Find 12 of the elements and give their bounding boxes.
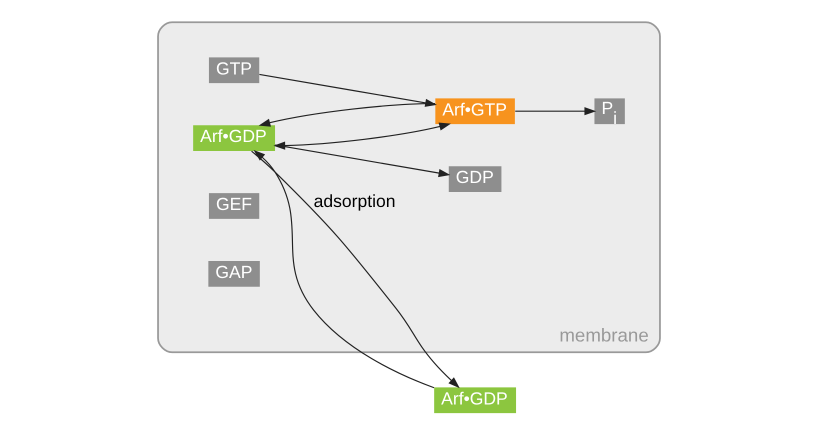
node-box: Arf•GDP: [434, 387, 516, 414]
edge-label: adsorption: [313, 191, 396, 212]
arrow: [258, 102, 435, 127]
arrow: [514, 107, 596, 116]
node-box: GEF: [208, 193, 259, 219]
node-box: GAP: [208, 260, 260, 287]
arrow: [274, 144, 450, 178]
node-box: GDP: [448, 166, 501, 192]
node-box: Arf•GDP: [192, 125, 275, 151]
arrow: [272, 122, 450, 150]
node-box: Arf•GTP: [434, 98, 514, 124]
node-box: GTP: [208, 57, 259, 84]
